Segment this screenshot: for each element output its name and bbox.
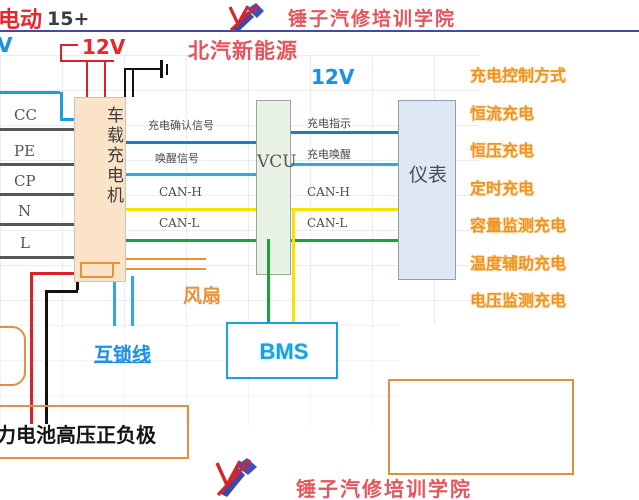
signal-label-canh-left: CAN-H	[159, 185, 202, 199]
wire-can-yellow-to-bms	[292, 208, 295, 324]
wire-terminal-cp	[0, 193, 76, 196]
wire-fan-out1	[126, 258, 206, 260]
wire-ground-h	[124, 68, 162, 70]
charge-mode-0: 恒流充电	[470, 103, 535, 123]
wire-terminal-n	[0, 223, 76, 226]
wire-12v-red-v1	[60, 44, 62, 60]
orange-empty-box-right	[388, 379, 574, 475]
block-vcu-label: VCU	[257, 152, 297, 172]
charge-mode-5: 电压监测充电	[470, 291, 567, 310]
wire-12v-red-v3	[104, 60, 106, 97]
wire-fan-loop-right	[112, 262, 114, 276]
wire-interlock-1	[113, 276, 116, 326]
wire-hv-black-h	[45, 290, 78, 293]
charge-control-list: 充电控制方式 恒流充电 恒压充电 定时充电 容量监测充电 温度辅助充电 电压监测…	[470, 62, 639, 325]
charge-mode-1: 恒压充电	[470, 141, 535, 160]
terminal-label-n: N	[18, 202, 32, 220]
orange-rounded-box-left	[0, 326, 26, 386]
terminal-label-l: L	[20, 234, 30, 252]
block-vcu[interactable]: VCU	[256, 100, 297, 275]
wire-charge-indicator	[291, 131, 398, 134]
block-meter-label: 仪表	[408, 164, 447, 186]
watermark-top: 锤子汽修培训学院	[288, 8, 457, 30]
signal-label-canl-left: CAN-L	[159, 216, 200, 230]
callout-interlock: 互锁线	[94, 344, 152, 366]
signal-label-charge-confirm: 充电确认信号	[148, 119, 214, 132]
wire-12v-red-h1	[60, 44, 78, 46]
header-divider	[0, 30, 639, 32]
hammer-wrench-logo	[228, 3, 264, 32]
wire-terminal-cc	[0, 128, 76, 131]
wire-fan-loop-bottom	[80, 276, 113, 278]
terminal-label-cp: CP	[14, 172, 36, 190]
wire-ground-v2	[132, 68, 134, 97]
wire-canl-right	[291, 239, 398, 242]
charge-mode-3: 容量监测充电	[470, 216, 567, 235]
label-12v-center: 12V	[311, 65, 355, 89]
block-bms[interactable]: BMS	[226, 322, 338, 379]
block-instrument-cluster[interactable]: 仪表	[398, 100, 456, 280]
signal-label-charge-wake: 充电唤醒	[307, 148, 351, 161]
wire-hv-red-v	[30, 272, 33, 424]
label-12v-left: V	[0, 33, 13, 57]
block-onboard-charger[interactable]: 车载充电机	[74, 97, 126, 282]
wire-canl-left	[126, 239, 258, 242]
hammer-wrench-logo-bottom	[215, 458, 257, 497]
label-15-plus: 15+	[47, 8, 90, 30]
wire-interlock-2	[131, 276, 134, 326]
wire-terminal-pe	[0, 163, 76, 166]
wire-ground-v1	[124, 68, 126, 97]
wire-terminal-l	[0, 256, 76, 259]
wire-12v-red-v2	[86, 60, 88, 97]
wire-12v-red-bar	[78, 60, 114, 62]
wire-cc-blue-h	[60, 118, 76, 121]
wire-canh-left	[126, 208, 258, 211]
hv-battery-box	[0, 405, 189, 459]
wire-cc-blue-top	[0, 91, 60, 94]
signal-label-canl-right: CAN-L	[307, 216, 348, 230]
block-bms-label: BMS	[259, 339, 309, 364]
terminal-label-cc: CC	[14, 106, 37, 124]
label-motor: 电动	[0, 8, 43, 33]
callout-fan: 风扇	[183, 285, 222, 307]
charge-mode-4: 温度辅助充电	[470, 253, 567, 273]
wire-12v-red-h2	[60, 60, 87, 62]
wire-hv-red-h	[30, 272, 78, 275]
wire-charge-confirm	[126, 141, 258, 144]
wire-hv-black-v	[45, 290, 48, 424]
signal-label-wakeup: 唤醒信号	[155, 152, 199, 165]
charge-mode-2: 定时充电	[470, 178, 535, 198]
wire-fan-loop-left	[80, 262, 82, 276]
wire-cc-blue-v	[60, 92, 63, 121]
wire-wakeup	[126, 173, 258, 176]
block-obc-label: 车载充电机	[103, 106, 123, 206]
wire-fan-out2	[126, 268, 206, 270]
ground-icon-bar2	[166, 64, 168, 75]
brand-label: 北汽新能源	[188, 39, 298, 63]
wire-can-green-to-bms	[267, 239, 270, 324]
watermark-bottom: 锤子汽修培训学院	[296, 477, 472, 500]
label-12v-supply: 12V	[82, 35, 126, 59]
callout-hv-battery: 力电池高压正负极	[0, 423, 156, 447]
signal-label-charge-indicator: 充电指示	[307, 117, 351, 130]
wire-fan-loop-top	[80, 262, 120, 264]
charge-control-heading: 充电控制方式	[470, 66, 567, 85]
ground-icon-bar1	[160, 60, 163, 78]
signal-label-canh-right: CAN-H	[307, 185, 350, 199]
wire-canh-right	[291, 208, 398, 211]
terminal-label-pe: PE	[14, 142, 36, 160]
wire-charge-wake	[291, 163, 398, 166]
